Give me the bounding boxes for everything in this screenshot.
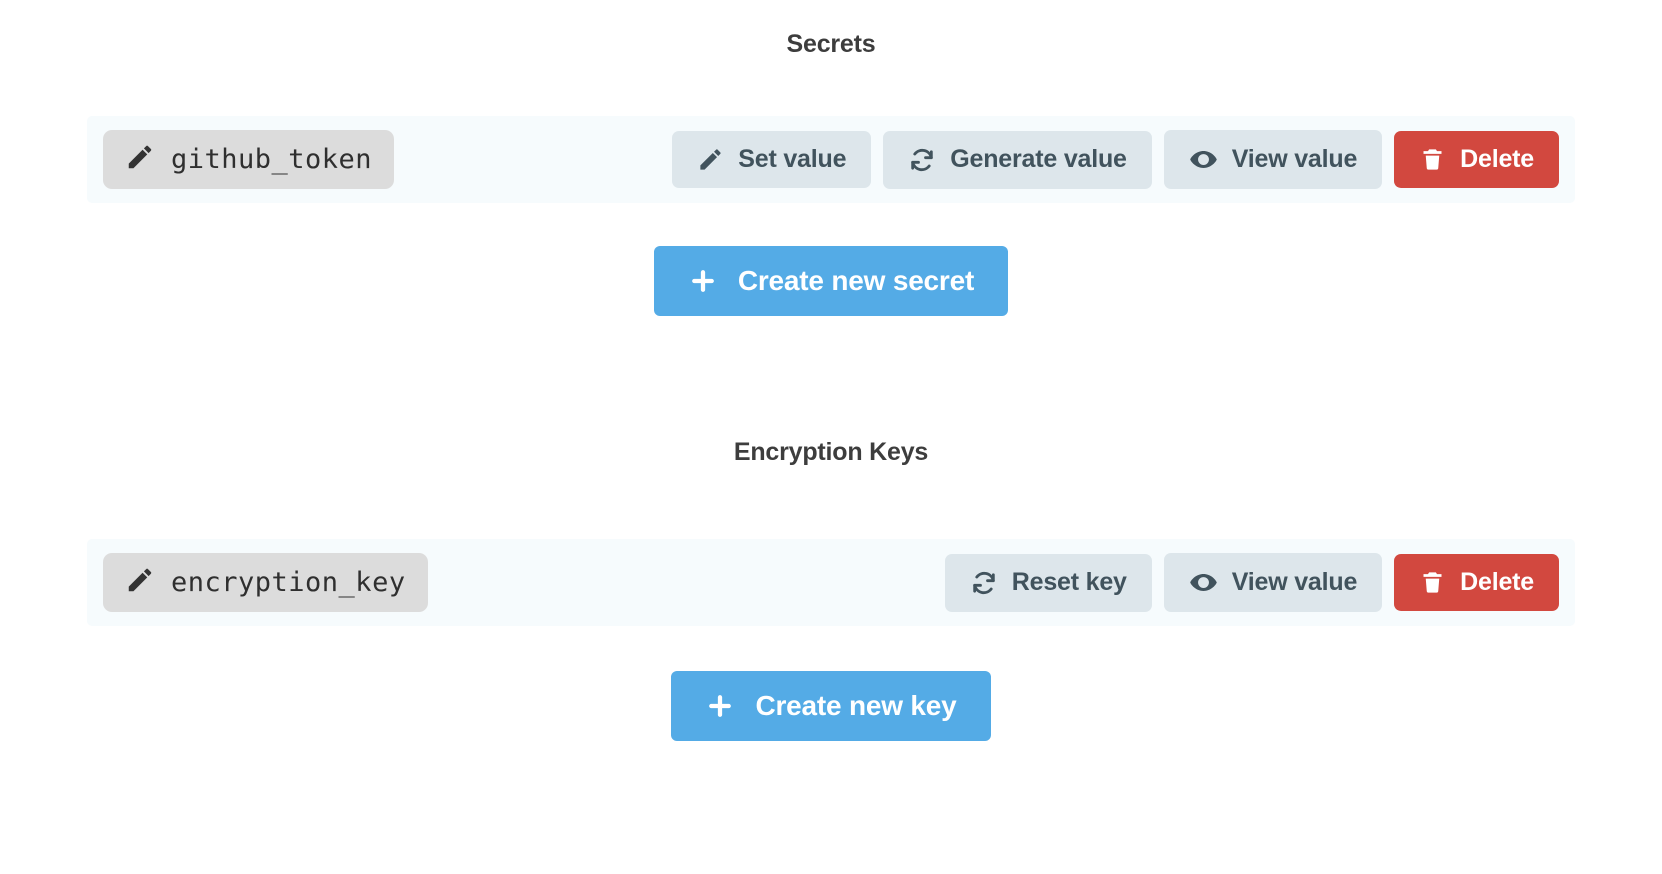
keys-row-wrapper: encryption_key Reset key — [0, 539, 1662, 626]
keys-title-wrapper: Encryption Keys — [0, 438, 1662, 467]
refresh-icon — [970, 569, 998, 597]
delete-key-label: Delete — [1460, 568, 1534, 596]
create-new-key-button[interactable]: Create new key — [671, 671, 991, 741]
view-value-button[interactable]: View value — [1163, 130, 1383, 189]
delete-secret-label: Delete — [1460, 145, 1534, 173]
reset-key-button[interactable]: Reset key — [944, 553, 1152, 612]
view-key-value-button[interactable]: View value — [1163, 553, 1383, 612]
eye-icon — [1189, 145, 1218, 174]
encryption-key-row: encryption_key Reset key — [87, 539, 1575, 626]
create-new-key-label: Create new key — [755, 690, 957, 721]
secret-row: github_token Set value Generate value — [87, 116, 1575, 203]
view-key-value-label: View value — [1231, 568, 1358, 596]
encryption-key-name-text: encryption_key — [171, 567, 406, 598]
delete-key-button[interactable]: Delete — [1394, 554, 1559, 611]
generate-value-label: Generate value — [950, 145, 1127, 173]
encryption-key-name-chip[interactable]: encryption_key — [103, 553, 428, 612]
delete-secret-button[interactable]: Delete — [1394, 131, 1559, 188]
secret-name-chip[interactable]: github_token — [103, 130, 395, 189]
plus-icon — [688, 266, 718, 296]
pencil-icon — [697, 146, 724, 173]
page-title-secrets: Secrets — [786, 30, 876, 58]
set-value-button[interactable]: Set value — [672, 131, 872, 188]
reset-key-label: Reset key — [1011, 568, 1127, 596]
trash-icon — [1419, 146, 1446, 173]
trash-icon — [1419, 569, 1446, 596]
secret-name-text: github_token — [171, 144, 373, 175]
generate-value-button[interactable]: Generate value — [883, 130, 1152, 189]
set-value-label: Set value — [738, 145, 847, 173]
view-value-label: View value — [1231, 145, 1358, 173]
secrets-and-keys-page: Secrets github_token Set value — [0, 30, 1662, 874]
refresh-icon — [908, 146, 936, 174]
create-new-secret-button[interactable]: Create new secret — [653, 246, 1009, 316]
create-key-wrapper: Create new key — [0, 671, 1662, 741]
create-secret-wrapper: Create new secret — [0, 246, 1662, 316]
plus-icon — [705, 691, 735, 721]
page-title-encryption-keys: Encryption Keys — [733, 438, 929, 466]
pencil-icon — [125, 142, 155, 177]
eye-icon — [1189, 568, 1218, 597]
create-new-secret-label: Create new secret — [737, 265, 975, 296]
pencil-icon — [125, 565, 155, 600]
